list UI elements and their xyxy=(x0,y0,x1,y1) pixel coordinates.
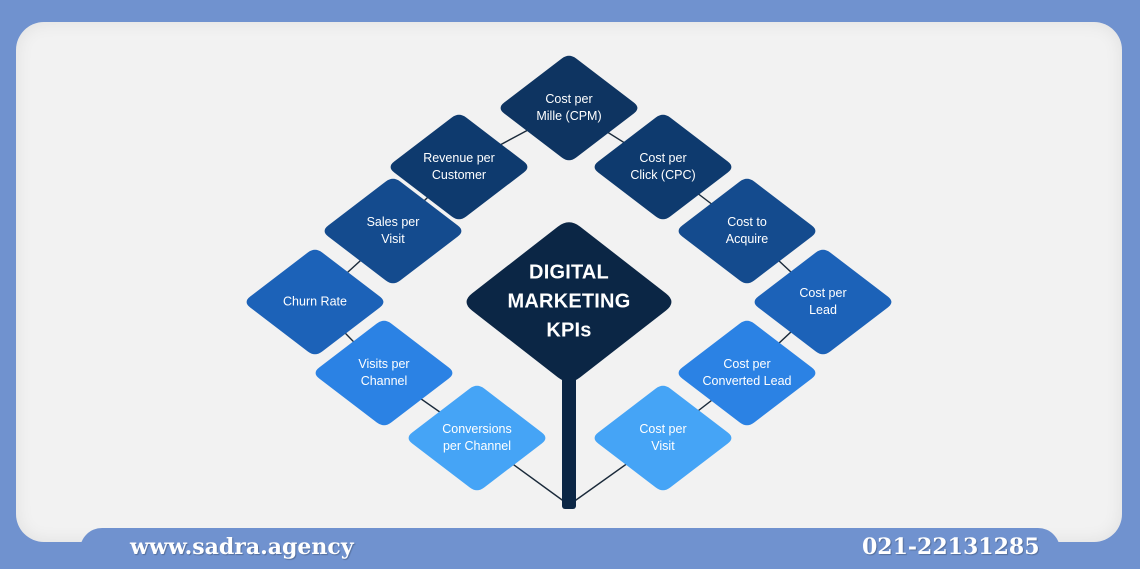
center-title: DIGITAL MARKETING KPIs xyxy=(507,261,631,342)
center-stem xyxy=(562,370,576,509)
center-node xyxy=(466,222,672,382)
footer-phone[interactable]: 021-22131285 xyxy=(862,534,1040,560)
kpi-nodes xyxy=(246,55,892,491)
kpi-node-cost-per-converted-lead xyxy=(678,320,816,426)
kpi-node-sales-per-visit xyxy=(324,178,462,284)
kpi-node-revenue-per-customer xyxy=(390,114,528,220)
kpi-node-churn-rate xyxy=(246,249,384,355)
center-diamond xyxy=(466,222,672,382)
footer-website[interactable]: www.sadra.agency xyxy=(130,534,354,560)
kpi-node-cost-to-acquire xyxy=(678,178,816,284)
footer-bar xyxy=(80,528,1060,569)
kpi-node-visits-per-channel xyxy=(315,320,453,426)
stem-bar xyxy=(562,370,576,509)
kpi-node-cost-per-lead xyxy=(754,249,892,355)
kpi-node-conversions-per-channel xyxy=(408,385,546,491)
kpi-node-cpc xyxy=(594,114,732,220)
kpi-node-cost-per-visit xyxy=(594,385,732,491)
kpi-node-cpm xyxy=(500,55,638,161)
